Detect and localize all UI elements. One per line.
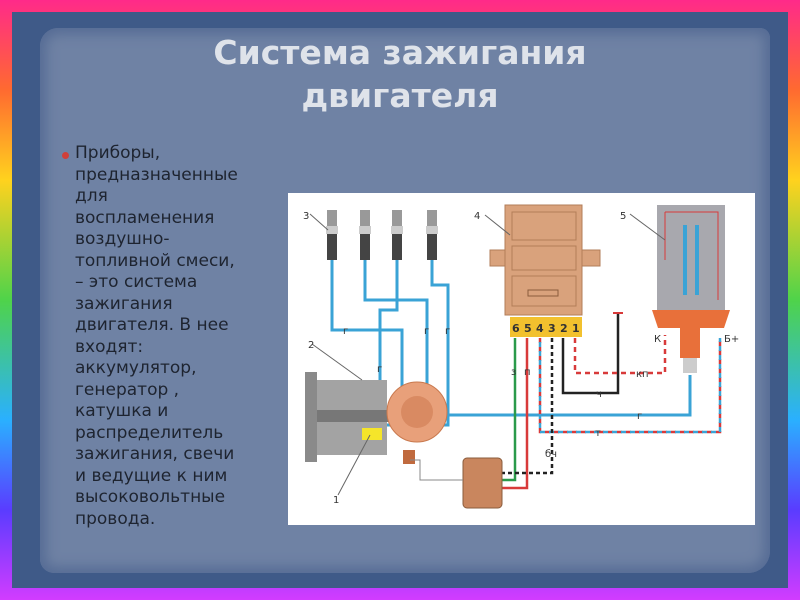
bullet-text-line: зажигания [75, 293, 173, 314]
wire-label: бч [545, 449, 557, 460]
bullet-text-line: топливной смеси, [75, 250, 235, 271]
low-voltage-wires [502, 313, 722, 490]
module-pin-2: 2 [560, 322, 568, 335]
module-pin-3: 3 [548, 322, 556, 335]
wire-label: г [424, 326, 429, 337]
coil-terminal-b: Б+ [724, 334, 739, 345]
bullet-icon [62, 152, 69, 159]
bullet-text-line: и ведущие к ним [75, 465, 228, 486]
callout-sensor: 1 [333, 495, 339, 506]
bullet-text-line: распределитель [75, 422, 224, 443]
bullet-text-line: провода. [75, 508, 156, 529]
wire-label: г [343, 326, 348, 337]
bullet-text-line: для [75, 186, 108, 206]
spark-plugs [326, 210, 438, 260]
module-pin-1: 1 [572, 322, 580, 335]
wire-label: т [595, 428, 601, 439]
module-pin-4: 4 [536, 322, 544, 335]
wire-label: з [511, 367, 516, 378]
bullet-text-line: зажигания, свечи [75, 444, 235, 464]
bullet-text-line: катушка и [75, 401, 169, 421]
ignition-coil [652, 205, 730, 373]
distributor [305, 372, 448, 464]
ignition-module [489, 204, 601, 337]
callout-module: 4 [474, 211, 480, 222]
wire-label: г [377, 364, 382, 375]
bullet-text-line: двигателя. В нее [75, 315, 229, 335]
bullet-text-line: высоковольтные [75, 487, 226, 507]
title-line-2: двигателя [301, 75, 499, 115]
bullet-text-line: Приборы, [75, 143, 161, 163]
wire-label: п [524, 367, 531, 378]
wire-label: кп [636, 369, 649, 380]
module-pin-5: 5 [524, 322, 532, 335]
callout-distributor: 2 [308, 340, 314, 351]
wire-label: г [637, 411, 642, 422]
callout-lines [309, 213, 666, 496]
bullet-text-line: предназначенные [75, 164, 238, 185]
wire-label: ч [596, 389, 602, 400]
title-line-1: Система зажигания [213, 33, 587, 72]
bullet-text-line: воспламенения [75, 207, 215, 228]
bullet-text-line: воздушно- [75, 229, 170, 249]
bullet-text-line: аккумулятор, [75, 358, 197, 378]
hall-sensor-connector [410, 457, 503, 509]
bullet-text-line: генератор , [75, 379, 180, 400]
callout-plugs: 3 [303, 211, 309, 222]
module-pin-6: 6 [512, 322, 520, 335]
bullet-text-line: – это система [75, 272, 198, 292]
slide-title: Система зажигания двигателя [130, 32, 670, 118]
wire-label: г [445, 326, 450, 337]
callout-coil: 5 [620, 211, 626, 222]
coil-terminal-k: К [654, 334, 661, 345]
bullet-text-line: входят: [75, 336, 144, 357]
